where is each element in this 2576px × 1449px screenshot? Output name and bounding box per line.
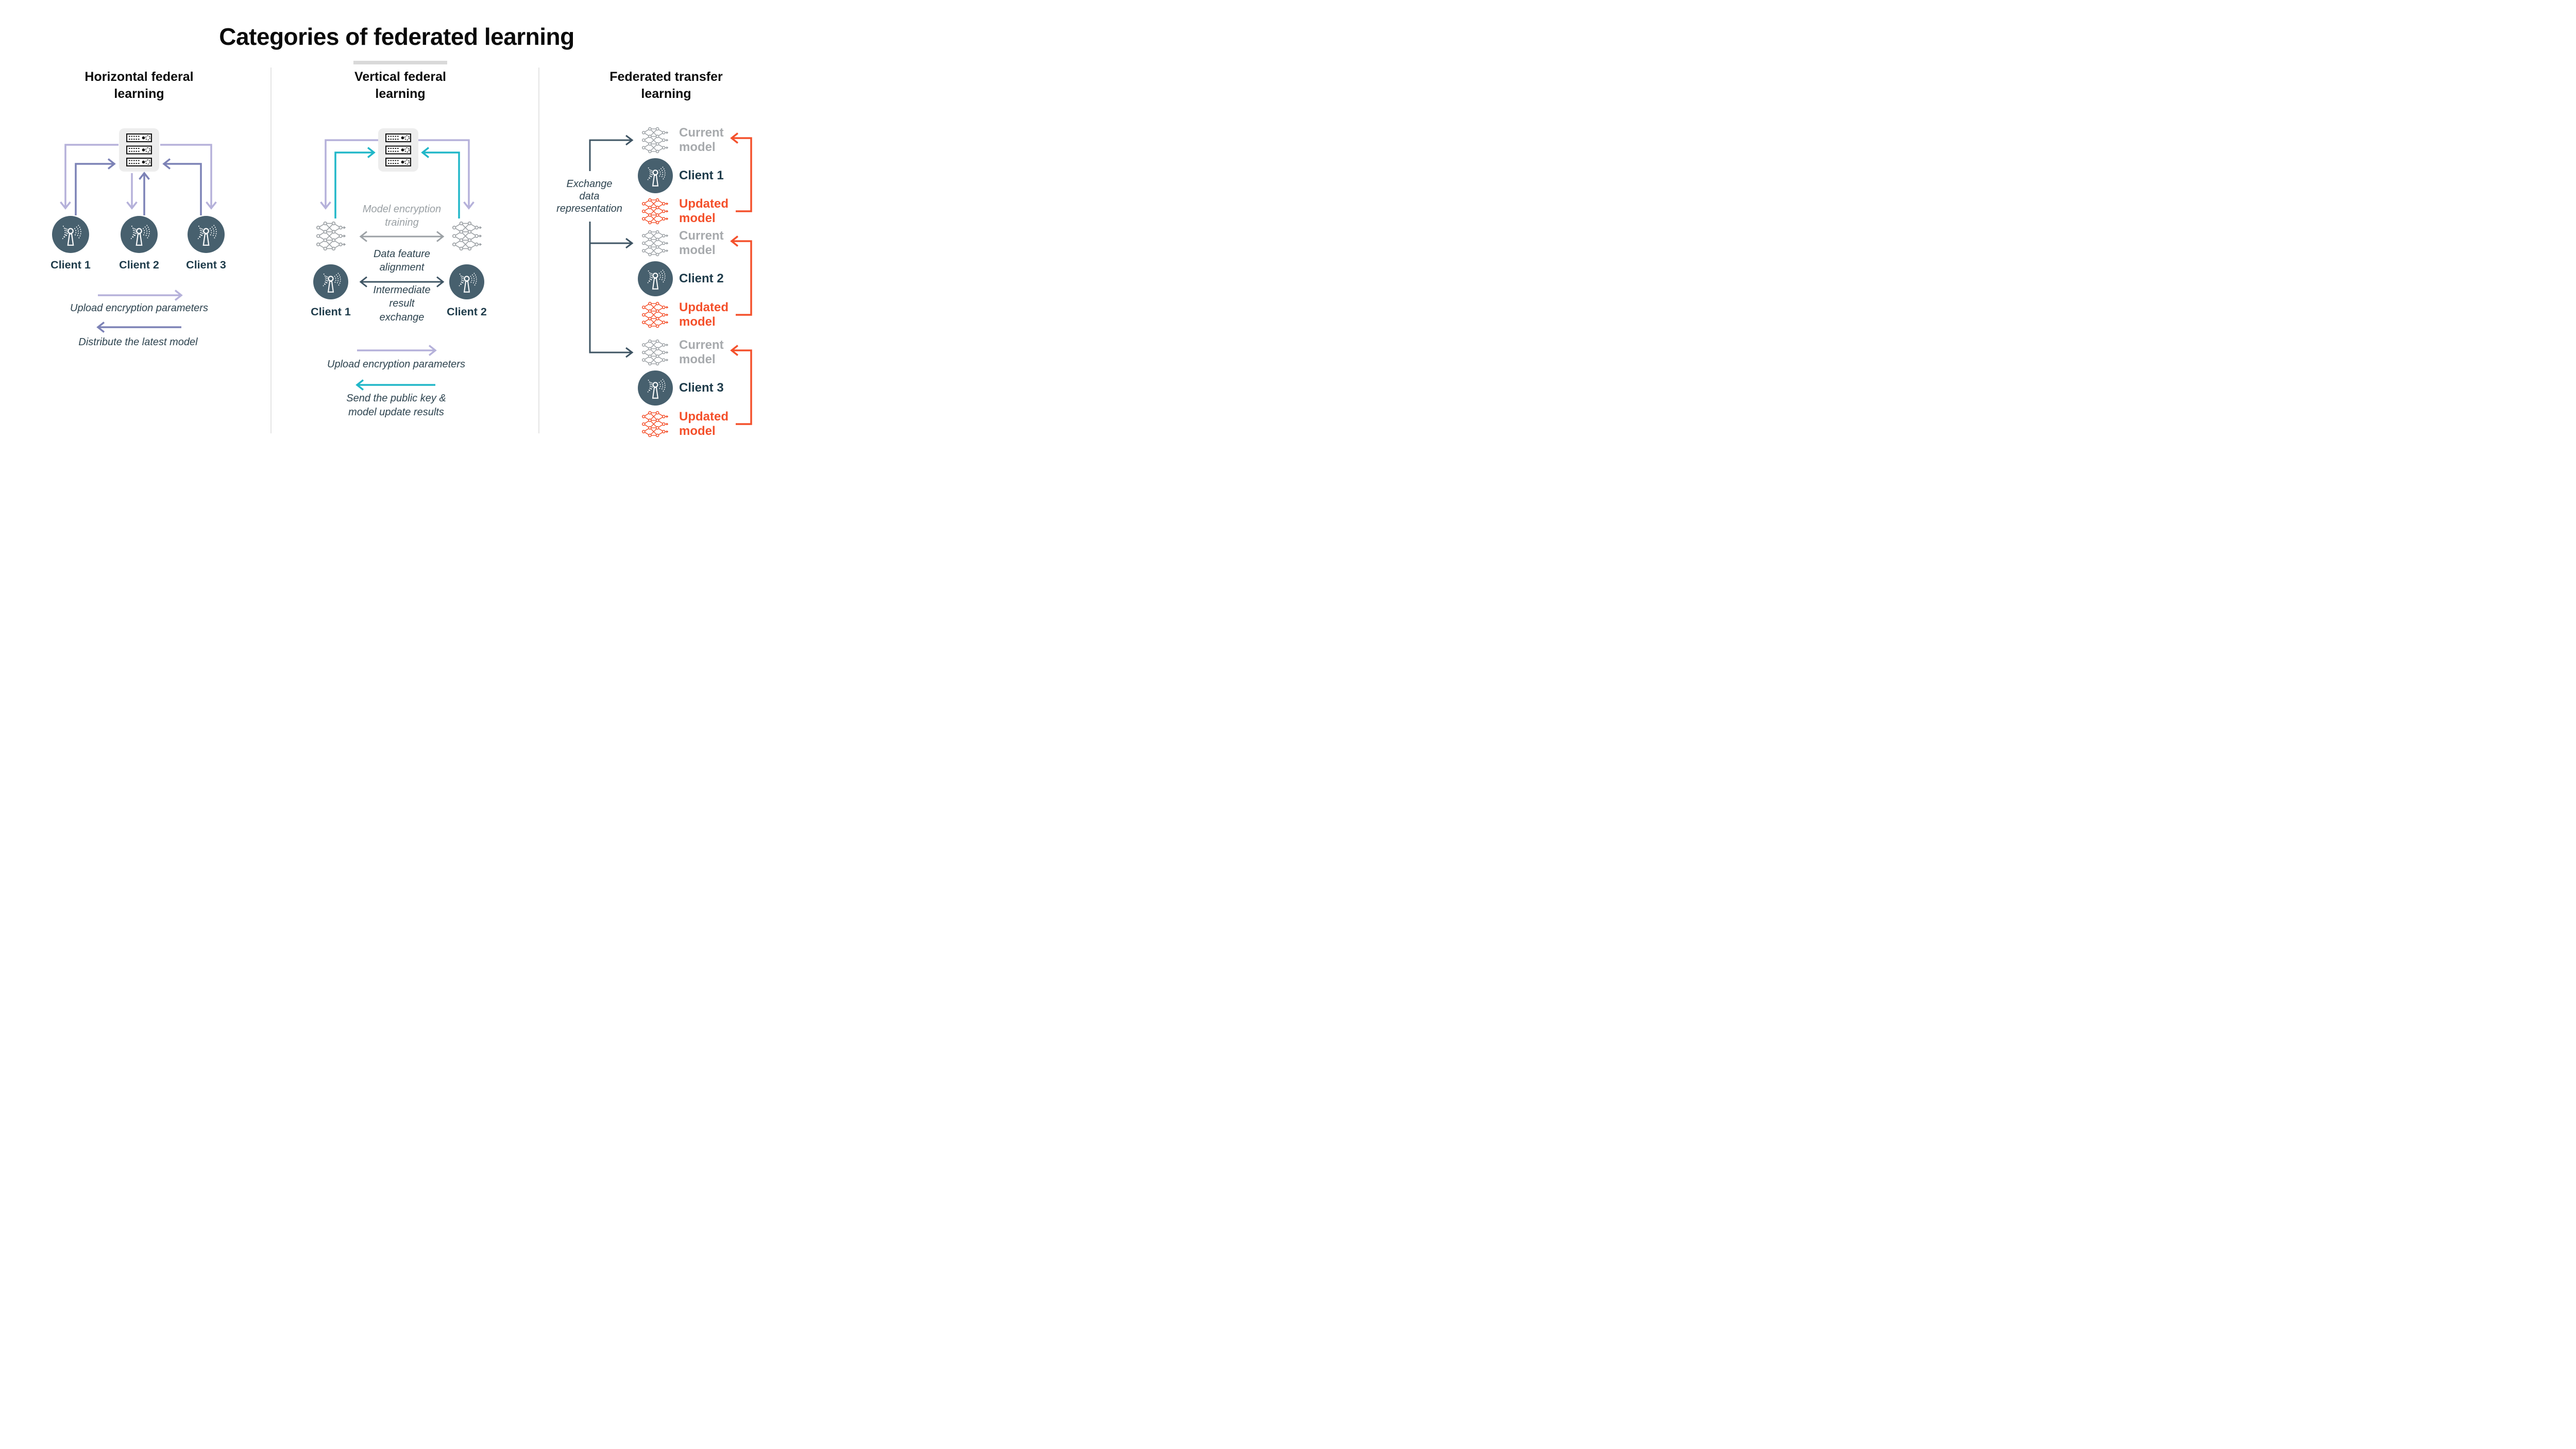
legend-upload-arrow <box>98 290 183 301</box>
panel-divider-right <box>538 68 539 433</box>
legend-send-key-arrow <box>355 379 435 391</box>
legend-upload-arrow <box>357 345 437 356</box>
updated-model-label: Updated model <box>679 197 728 225</box>
client-icon <box>121 216 158 253</box>
updated-model-icon <box>641 411 668 437</box>
page-title: Categories of federated learning <box>219 23 574 50</box>
updated-model-label: Updated model <box>679 410 728 438</box>
upload-parameters-arrow <box>75 158 116 215</box>
distribute-model-arrow <box>320 139 378 210</box>
client-icon <box>638 158 673 193</box>
intermediate-caption: Intermediate <box>373 284 431 296</box>
updated-to-current-loop <box>730 345 752 425</box>
updated-model-label: Updated model <box>679 300 728 329</box>
infographic-canvas: Categories of federated learning Horizon… <box>0 0 793 446</box>
distribute-model-arrow <box>160 144 217 210</box>
diagram-graphics <box>52 127 752 437</box>
exchange-caption: representation <box>556 203 622 214</box>
current-model-icon <box>641 127 668 154</box>
client-label: Client 2 <box>447 306 487 318</box>
panel-divider-left <box>270 68 272 433</box>
updated-model-icon <box>641 301 668 328</box>
distribute-model-arrow <box>60 144 118 210</box>
model-encryption-double-arrow <box>359 231 445 242</box>
legend-distribute-arrow <box>96 322 181 333</box>
server-icon <box>378 128 418 172</box>
data-feature-caption: alignment <box>379 262 425 273</box>
updated-model-icon <box>641 198 668 225</box>
model-encryption-caption: training <box>385 217 419 228</box>
updated-to-current-loop <box>730 235 752 316</box>
client-icon <box>188 216 225 253</box>
exchange-caption: Exchange <box>566 178 613 190</box>
heading-federated-transfer-learning: Federated transfer learning <box>609 70 723 101</box>
exchange-caption: data <box>579 191 600 202</box>
legend-send-key-label: model update results <box>348 407 444 418</box>
heading-horizontal-federal-learning: Horizontal federal learning <box>84 70 194 101</box>
client-label: Client 3 <box>679 381 724 395</box>
current-model-label: Current model <box>679 338 724 366</box>
neural-network-icon <box>316 221 346 251</box>
distribute-model-arrow <box>418 139 474 210</box>
legend-send-key-label: Send the public key & <box>346 393 446 404</box>
distribute-model-arrow <box>126 173 138 210</box>
current-model-label: Current model <box>679 229 724 257</box>
legend-upload-label: Upload encryption parameters <box>70 302 208 314</box>
data-alignment-double-arrow <box>359 276 445 288</box>
exchange-representation-connector <box>589 134 634 358</box>
client-icon <box>638 370 673 406</box>
heading-vertical-federal-learning: Vertical federal learning <box>354 70 446 101</box>
current-model-icon <box>641 339 668 366</box>
send-key-arrow <box>421 147 460 218</box>
legend-distribute-label: Distribute the latest model <box>78 336 198 348</box>
neural-network-icon <box>452 221 482 251</box>
client-label: Client 1 <box>50 259 91 271</box>
upload-parameters-arrow <box>162 158 202 215</box>
client-icon <box>449 264 484 299</box>
client-label: Client 2 <box>679 272 724 285</box>
legend-upload-label: Upload encryption parameters <box>327 359 465 370</box>
updated-to-current-loop <box>730 132 752 212</box>
data-feature-caption: Data feature <box>373 248 431 260</box>
current-model-label: Current model <box>679 126 724 154</box>
send-key-arrow <box>334 147 376 218</box>
title-underline-bar <box>353 61 447 64</box>
client-icon <box>638 261 673 296</box>
client-icon <box>52 216 89 253</box>
client-label: Client 1 <box>311 306 351 318</box>
client-label: Client 1 <box>679 169 724 182</box>
current-model-icon <box>641 230 668 257</box>
client-label: Client 3 <box>186 259 226 271</box>
client-label: Client 2 <box>119 259 159 271</box>
client-icon <box>313 264 348 299</box>
model-encryption-caption: Model encryption <box>362 204 442 215</box>
intermediate-caption: result <box>389 298 415 309</box>
upload-parameters-arrow <box>139 172 150 215</box>
intermediate-caption: exchange <box>379 312 425 323</box>
server-icon <box>119 128 159 172</box>
